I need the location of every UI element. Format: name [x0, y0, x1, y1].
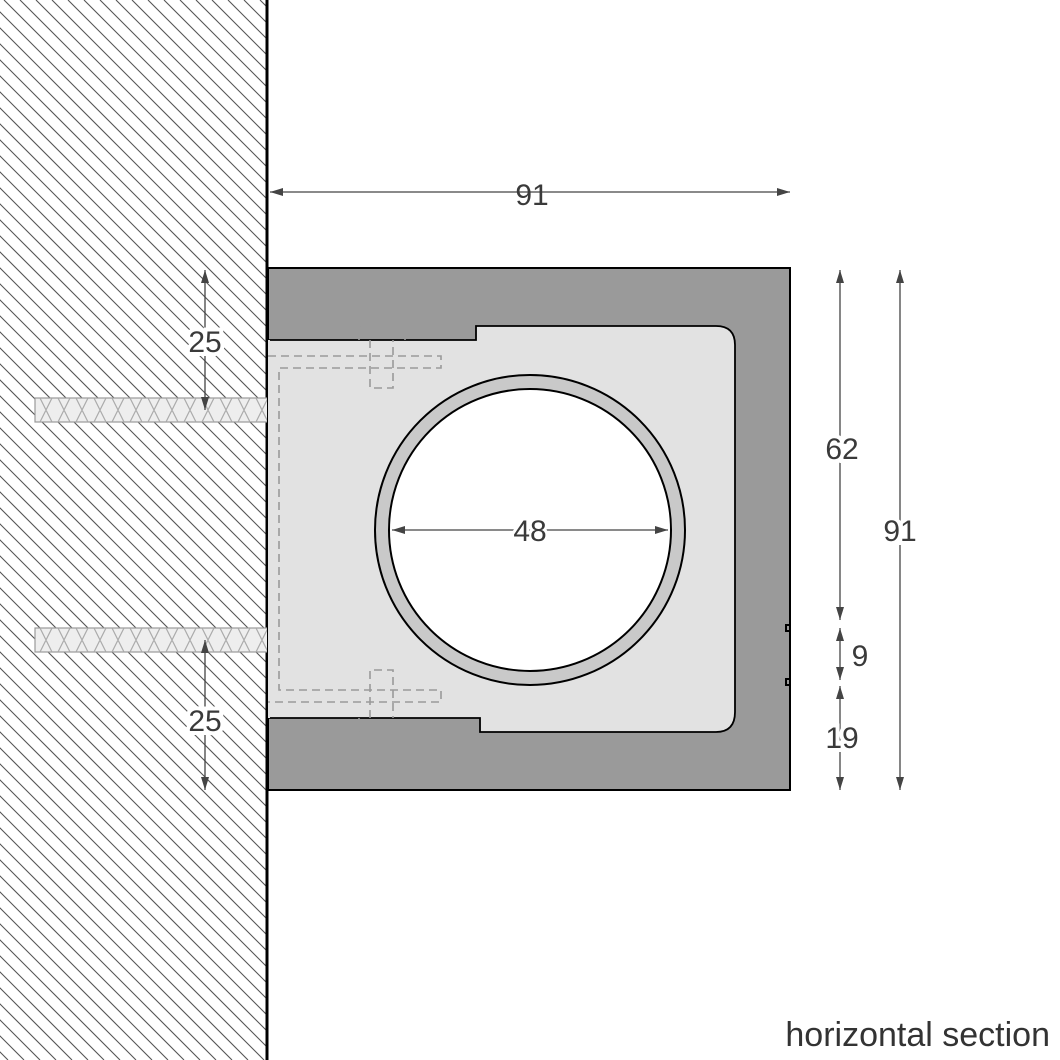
dimension-arrow: [836, 667, 844, 680]
dimension-arrow: [896, 270, 904, 283]
hatch-line: [0, 747, 313, 1060]
dimension-arrow: [201, 397, 209, 410]
anchor-shaft: [34, 627, 276, 653]
hatch-line: [0, 811, 249, 1060]
dimension-arrow: [836, 607, 844, 620]
dimension-arrow: [655, 526, 668, 534]
hatch-line: [0, 987, 73, 1060]
hatch-line: [0, 907, 153, 1060]
dim-inner-height: 62: [825, 433, 858, 466]
hatch-line: [0, 763, 297, 1060]
dimension-arrow: [201, 640, 209, 653]
hatch-line: [0, 827, 233, 1060]
hatch-line: [0, 779, 281, 1060]
hatch-line: [0, 699, 361, 1060]
dim-tube-diameter: 48: [513, 515, 546, 548]
anchor-shaft: [34, 397, 276, 423]
hatch-line: [0, 795, 265, 1060]
hatch-line: [0, 619, 441, 1060]
dimension-arrow: [201, 777, 209, 790]
dimension-arrow: [777, 188, 790, 196]
hatch-line: [0, 635, 425, 1060]
anchor-top: [34, 385, 306, 435]
anchor-bottom: [34, 615, 306, 665]
dimension-arrow: [836, 686, 844, 699]
dim-anchor-bottom: 25: [188, 705, 221, 738]
dim-anchor-top: 25: [188, 326, 221, 359]
dim-overall-width: 91: [515, 179, 548, 212]
hidden-bracket: [268, 321, 442, 739]
hatch-line: [0, 731, 329, 1060]
dimension-arrow: [836, 628, 844, 641]
hatch-line: [0, 1051, 9, 1060]
dimension-arrow: [836, 270, 844, 283]
dim-overall-height: 91: [883, 515, 916, 548]
dimension-arrow: [270, 188, 283, 196]
dim-notch-height: 9: [852, 640, 869, 673]
dimension-arrow: [201, 270, 209, 283]
dimension-arrow: [896, 777, 904, 790]
drawing-title: horizontal section: [785, 1016, 1050, 1054]
dimension-arrow: [392, 526, 405, 534]
dim-bottom-offset: 19: [825, 722, 858, 755]
hatch-line: [0, 859, 201, 1060]
hatch-line: [0, 971, 89, 1060]
hatch-line: [0, 667, 393, 1060]
hatch-line: [0, 715, 345, 1060]
hatch-line: [0, 843, 217, 1060]
hatch-line: [0, 875, 185, 1060]
dimension-arrow: [836, 777, 844, 790]
hatch-line: [0, 651, 409, 1060]
hatch-line: [0, 683, 377, 1060]
profile-notch: [785, 624, 790, 686]
